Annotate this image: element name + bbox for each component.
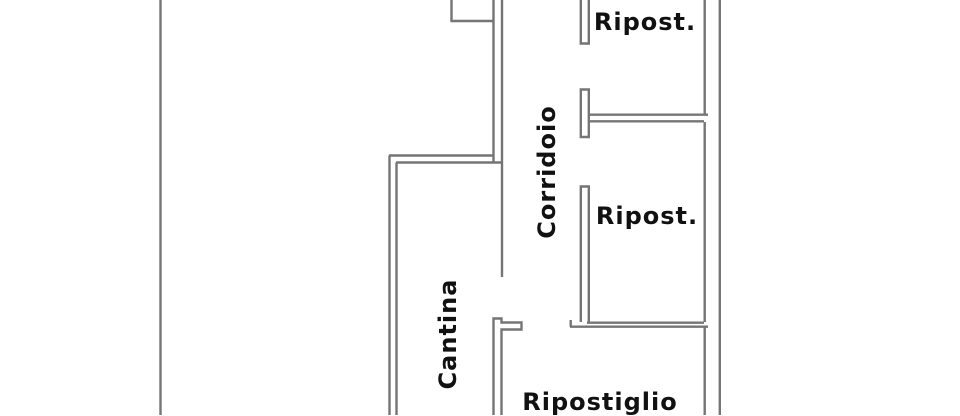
room-label-corridoio: Corridoio: [533, 105, 561, 239]
wall-corridor-right-jamb-middle: [579, 88, 590, 139]
wall-ripostiglio-door-jamb: [492, 317, 523, 415]
room-label-cantina: Cantina: [434, 278, 462, 390]
wall-corridor-right-lower: [579, 185, 590, 322]
room-label-ripost-lower: Ripost.: [595, 202, 699, 230]
wall-corridor-right-jamb-top: [579, 0, 590, 45]
room-label-ripostiglio: Ripostiglio: [522, 388, 678, 416]
room-label-ripost-upper: Ripost.: [593, 8, 697, 36]
wall-top-notch: [450, 0, 494, 23]
